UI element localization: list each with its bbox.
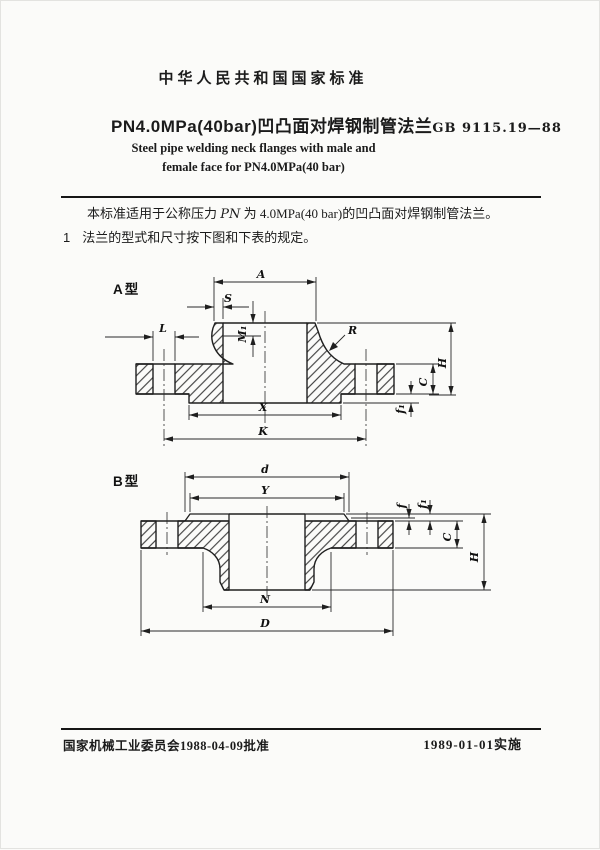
b-dim-D-label: D <box>259 617 270 630</box>
document-title: PN4.0MPa(40bar)凹凸面对焊钢制管法兰 <box>111 117 433 136</box>
footer-rule <box>61 728 541 730</box>
b-dim-H: H <box>312 514 491 591</box>
a-dim-L-label: L <box>158 322 167 335</box>
b-plate-left-outer <box>140 520 157 549</box>
a-dim-M1: M₁ <box>223 301 261 357</box>
b-boss-left <box>184 513 230 522</box>
scope-pn-symbol: PN <box>220 207 241 222</box>
a-plate-hub-left <box>174 322 234 404</box>
b-plate-hub-right <box>304 520 357 591</box>
figure-a-label: A型 <box>113 281 140 297</box>
a-dim-f1: f₁ <box>343 381 419 417</box>
footer-approval: 国家机械工业委员会1988-04-09批准 <box>63 739 270 753</box>
b-dim-f1-label: f₁ <box>416 499 429 510</box>
b-dim-N-label: N <box>259 593 271 606</box>
scope-prefix: 本标准适用于公称压力 <box>87 206 221 221</box>
clause-1: 1 法兰的型式和尺寸按下图和下表的规定。 <box>63 227 316 246</box>
standard-number: GB 9115.19—88 <box>432 121 562 136</box>
figure-b: B型 d <box>113 463 491 636</box>
b-dim-f1: f₁ <box>346 499 491 535</box>
header-rule <box>61 196 541 198</box>
b-dim-d: d <box>184 463 350 512</box>
a-dim-S-label: S <box>224 292 232 305</box>
a-dim-C: C <box>396 363 439 395</box>
a-dim-K-label: K <box>257 425 268 438</box>
english-title-line1: Steel pipe welding neck flanges with mal… <box>131 141 376 155</box>
a-dim-R-label: R <box>347 324 357 337</box>
national-standard-header: 中华人民共和国国家标准 <box>158 70 368 87</box>
a-dim-C-label: C <box>417 377 430 386</box>
a-dim-A: A <box>213 268 317 321</box>
title-row: PN4.0MPa(40bar)凹凸面对焊钢制管法兰 GB 9115.19—88 <box>111 112 561 137</box>
scope-paragraph: 本标准适用于公称压力 PN 为 4.0MPa(40 bar)的凹凸面对焊钢制管法… <box>61 205 543 223</box>
a-dim-R: R <box>329 324 357 351</box>
a-dim-L: L <box>105 322 199 361</box>
footer-effective-date: 1989-01-01实施 <box>423 737 522 752</box>
a-dim-f1-label: f₁ <box>394 404 407 415</box>
b-dim-Y: Y <box>189 484 345 512</box>
b-dim-C-label: C <box>441 532 454 541</box>
a-plate-left-outer <box>135 363 154 395</box>
a-dim-S: S <box>187 292 249 319</box>
b-plate-hub-left <box>177 520 230 591</box>
clause-1-text: 法兰的型式和尺寸按下图和下表的规定。 <box>82 230 317 245</box>
b-dim-f-label: f <box>395 501 408 509</box>
b-dim-d-label: d <box>261 463 269 476</box>
english-title-line2: female face for PN4.0MPa(40 bar) <box>162 160 345 174</box>
b-dim-f: f <box>351 501 415 535</box>
b-plate-right-outer <box>377 520 394 549</box>
a-dim-H-label: H <box>436 357 449 369</box>
b-boss-right <box>304 513 350 522</box>
a-dim-A-label: A <box>256 268 266 281</box>
a-plate-right-outer <box>376 363 395 395</box>
clause-1-number: 1 <box>63 230 71 245</box>
a-dim-K: K <box>164 425 366 442</box>
a-dim-X: X <box>188 401 342 420</box>
b-dim-Y-label: Y <box>261 484 270 497</box>
figure-b-label: B型 <box>113 473 140 489</box>
a-dim-M1-label: M₁ <box>236 326 249 344</box>
scope-suffix: 为 4.0MPa(40 bar)的凹凸面对焊钢制管法兰。 <box>240 206 499 221</box>
b-dim-N: N <box>202 552 332 612</box>
b-dim-C: C <box>395 520 463 549</box>
b-dim-H-label: H <box>468 551 481 563</box>
b-dim-D: D <box>140 550 394 636</box>
figure-a: A型 A <box>105 268 456 447</box>
a-dim-H: H <box>317 322 456 396</box>
a-dim-X-label: X <box>258 401 268 414</box>
